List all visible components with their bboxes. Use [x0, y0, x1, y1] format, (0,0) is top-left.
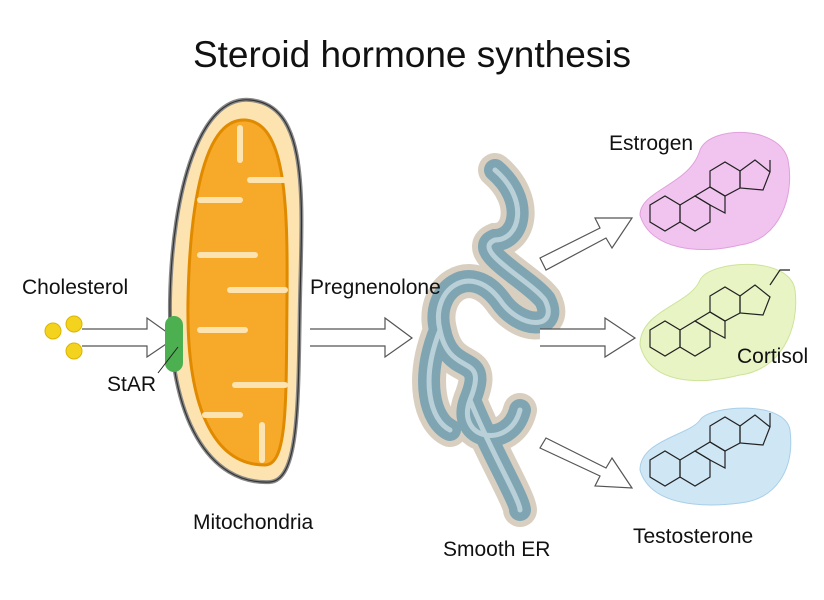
arrow-er-to-cortisol — [540, 316, 637, 359]
testosterone-molecule — [639, 407, 792, 506]
label-mitochondria: Mitochondria — [193, 511, 314, 534]
label-smooth-er: Smooth ER — [443, 538, 551, 561]
diagram-title: Steroid hormone synthesis — [192, 34, 632, 75]
label-estrogen: Estrogen — [609, 132, 694, 155]
arrow-er-to-estrogen — [539, 217, 634, 271]
label-cortisol: Cortisol — [737, 345, 809, 368]
mitochondria-illustration — [167, 97, 304, 485]
star-pointer — [157, 346, 179, 374]
label-cholesterol: Cholesterol — [22, 276, 129, 299]
arrow-mitochondria-to-er — [310, 316, 414, 359]
label-testosterone: Testosterone — [633, 525, 754, 548]
estrogen-molecule — [639, 131, 791, 250]
star-protein — [165, 316, 183, 372]
smooth-er-illustration — [412, 153, 566, 527]
label-pregnenolone: Pregnenolone — [310, 276, 441, 299]
cortisol-molecule — [639, 263, 797, 382]
arrow-cholesterol-to-mitochondria — [82, 316, 177, 359]
label-star: StAR — [107, 373, 157, 396]
arrow-er-to-testosterone — [539, 437, 634, 489]
